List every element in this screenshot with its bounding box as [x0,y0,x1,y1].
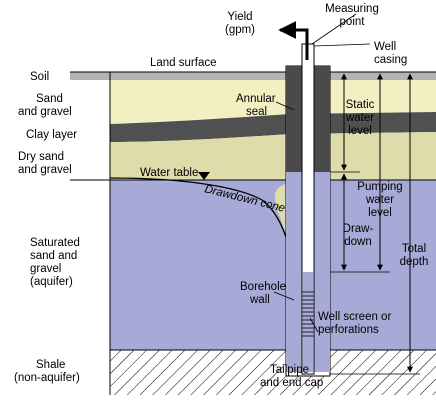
svg-text:level: level [348,125,372,137]
label-annular-seal: Annular seal [236,93,276,118]
svg-text:perforations: perforations [318,324,379,336]
label-static-water-level: Static water level [345,99,375,137]
svg-text:Static: Static [346,99,375,111]
label-sand-gravel: Sand and gravel [18,93,72,118]
annular-seal [286,66,302,172]
sand-gravel-layer [110,80,436,124]
well-water [303,272,313,372]
svg-text:Well screen or: Well screen or [318,311,391,323]
svg-text:level: level [368,207,392,219]
label-total-depth: Total depth [400,243,429,268]
svg-text:wall: wall [249,294,270,306]
gravel-pack-right [314,172,330,372]
svg-text:Saturated: Saturated [30,237,80,249]
svg-text:Well: Well [374,41,396,53]
svg-text:seal: seal [246,106,267,118]
discharge-pipe [278,21,309,60]
svg-text:and gravel: and gravel [18,164,72,176]
label-well-casing: Well casing [374,41,407,66]
label-saturated: Saturated sand and gravel (aquifer) [30,237,80,288]
svg-text:Total: Total [402,243,426,255]
svg-text:and end cap: and end cap [260,377,323,389]
svg-text:down: down [344,236,372,248]
svg-text:point: point [340,16,366,28]
svg-text:(non-aquifer): (non-aquifer) [14,372,80,384]
svg-text:Draw-: Draw- [343,223,374,235]
svg-text:water: water [345,112,374,124]
label-well-screen: Well screen or perforations [318,311,391,336]
svg-text:Pumping: Pumping [357,181,402,193]
svg-text:Tailpipe: Tailpipe [270,364,309,376]
svg-text:Borehole: Borehole [240,281,286,293]
label-land-surface: Land surface [150,57,217,69]
svg-text:and gravel: and gravel [18,106,72,118]
label-yield: Yield (gpm) [225,11,255,36]
clay-layer [110,112,436,142]
svg-text:Measuring: Measuring [325,3,379,15]
svg-text:(gpm): (gpm) [225,24,255,36]
label-drawdown: Draw- down [343,223,374,248]
well-screen [302,291,314,337]
svg-text:casing: casing [374,54,407,66]
label-dry-sand: Dry sand and gravel [18,151,72,176]
label-shale: Shale (non-aquifer) [14,359,80,384]
drawdown-cone-zone [110,180,340,272]
svg-text:(aquifer): (aquifer) [30,276,73,288]
label-borehole-wall: Borehole wall [240,281,286,306]
svg-text:sand and: sand and [30,250,77,262]
label-tailpipe: Tailpipe and end cap [260,364,323,389]
shale-layer [110,350,436,395]
svg-text:depth: depth [400,256,429,268]
svg-text:Annular: Annular [236,93,276,105]
svg-text:Yield: Yield [227,11,252,23]
water-table-marker [198,172,210,180]
svg-text:Sand: Sand [36,93,63,105]
annular-seal-right [314,66,330,172]
label-water-table: Water table [140,167,198,179]
label-clay-layer: Clay layer [26,129,77,141]
soil-layer [70,72,436,80]
svg-text:Shale: Shale [36,359,65,371]
dry-sand-layer [110,132,436,180]
gravel-pack-left [286,172,302,372]
svg-text:Dry sand: Dry sand [18,151,64,163]
label-soil: Soil [30,71,49,83]
svg-text:water: water [365,194,394,206]
svg-text:gravel: gravel [30,263,61,275]
aquifer-layer [110,180,436,350]
label-pumping-water-level: Pumping water level [357,181,402,219]
label-measuring-point: Measuring point [325,3,379,28]
